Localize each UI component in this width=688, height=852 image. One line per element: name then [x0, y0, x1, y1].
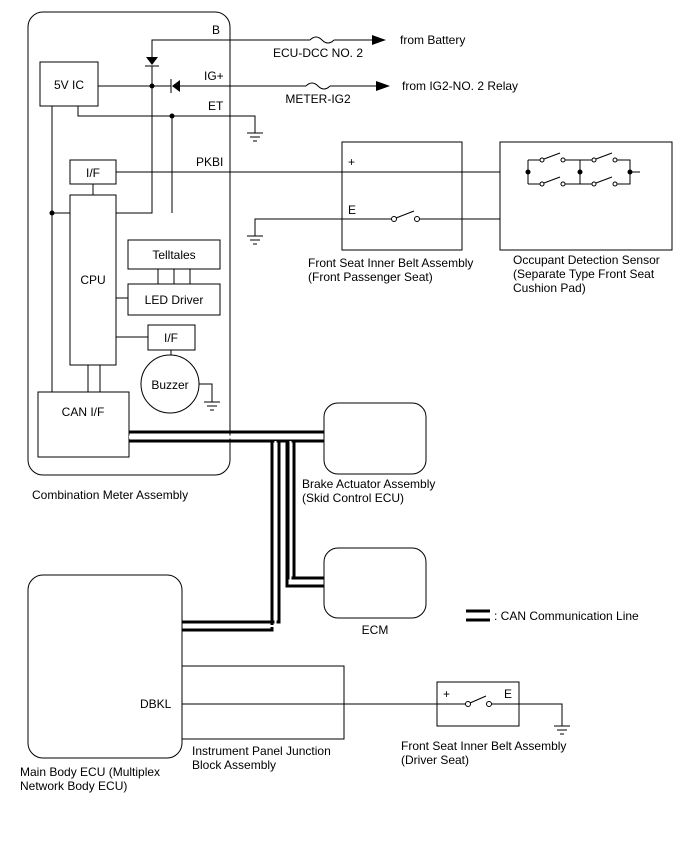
led-driver-box [127, 283, 221, 316]
occupant-sensor-line3: Cushion Pad) [513, 281, 586, 295]
telltales-label: Telltales [152, 248, 195, 262]
meter-internal-wiring [49, 39, 230, 411]
passenger-belt-plus: + [348, 155, 355, 169]
brake-actuator-box [323, 402, 427, 475]
can-legend-icon [466, 609, 490, 622]
occupant-sensor-line1: Occupant Detection Sensor [513, 253, 660, 267]
power-lines [230, 35, 390, 142]
ic5v-box [39, 61, 99, 107]
fuse2-label: METER-IG2 [285, 92, 351, 106]
if-top-label: I/F [86, 166, 100, 180]
can-legend-label: : CAN Communication Line [494, 609, 639, 623]
can-if-box [37, 391, 130, 458]
from-battery-label: from Battery [400, 33, 465, 47]
cpu-label: CPU [80, 273, 105, 287]
driver-belt-box [436, 681, 520, 727]
can-bus [129, 430, 324, 632]
pin-et-label: ET [208, 99, 224, 113]
occupant-sensor-box [499, 141, 673, 251]
junction-line2: Block Assembly [192, 758, 276, 772]
if-top-box [69, 159, 117, 185]
fuse1-label: ECU-DCC NO. 2 [273, 46, 363, 60]
pin-pkbi-label: PKBI [196, 155, 223, 169]
junction-line1: Instrument Panel Junction [192, 744, 331, 758]
can-if-label: CAN I/F [62, 405, 105, 419]
passenger-belt-e: E [348, 203, 356, 217]
ecm-label: ECM [362, 623, 389, 637]
dbkl-label: DBKL [140, 697, 172, 711]
buzzer-label: Buzzer [151, 378, 188, 392]
main-body-line2: Network Body ECU) [20, 779, 127, 793]
main-body-ecu-box [27, 574, 183, 759]
if-bottom-label: I/F [164, 331, 178, 345]
passenger-belt-line2: (Front Passenger Seat) [308, 270, 433, 284]
driver-belt-line2: (Driver Seat) [401, 753, 469, 767]
occupant-sensor-switches [525, 152, 640, 187]
occupant-sensor-line2: (Separate Type Front Seat [513, 267, 655, 281]
passenger-belt-box [341, 141, 463, 251]
junction-block-box [181, 665, 345, 740]
driver-belt-e: E [504, 687, 512, 701]
ecm-box [323, 547, 427, 619]
passenger-belt-line1: Front Seat Inner Belt Assembly [308, 256, 473, 270]
brake-line2: (Skid Control ECU) [302, 491, 404, 505]
pin-b-label: B [212, 23, 220, 37]
brake-line1: Brake Actuator Assembly [302, 477, 435, 491]
ic5v-label: 5V IC [54, 78, 84, 92]
combination-meter-label: Combination Meter Assembly [32, 488, 188, 502]
driver-belt-wiring [182, 695, 570, 735]
from-relay-label: from IG2-NO. 2 Relay [402, 79, 518, 93]
pin-ig-label: IG+ [204, 69, 224, 83]
led-driver-label: LED Driver [145, 293, 204, 307]
driver-belt-line1: Front Seat Inner Belt Assembly [401, 739, 566, 753]
main-body-line1: Main Body ECU (Multiplex [20, 765, 160, 779]
cpu-box [69, 194, 117, 366]
driver-belt-plus: + [443, 687, 450, 701]
